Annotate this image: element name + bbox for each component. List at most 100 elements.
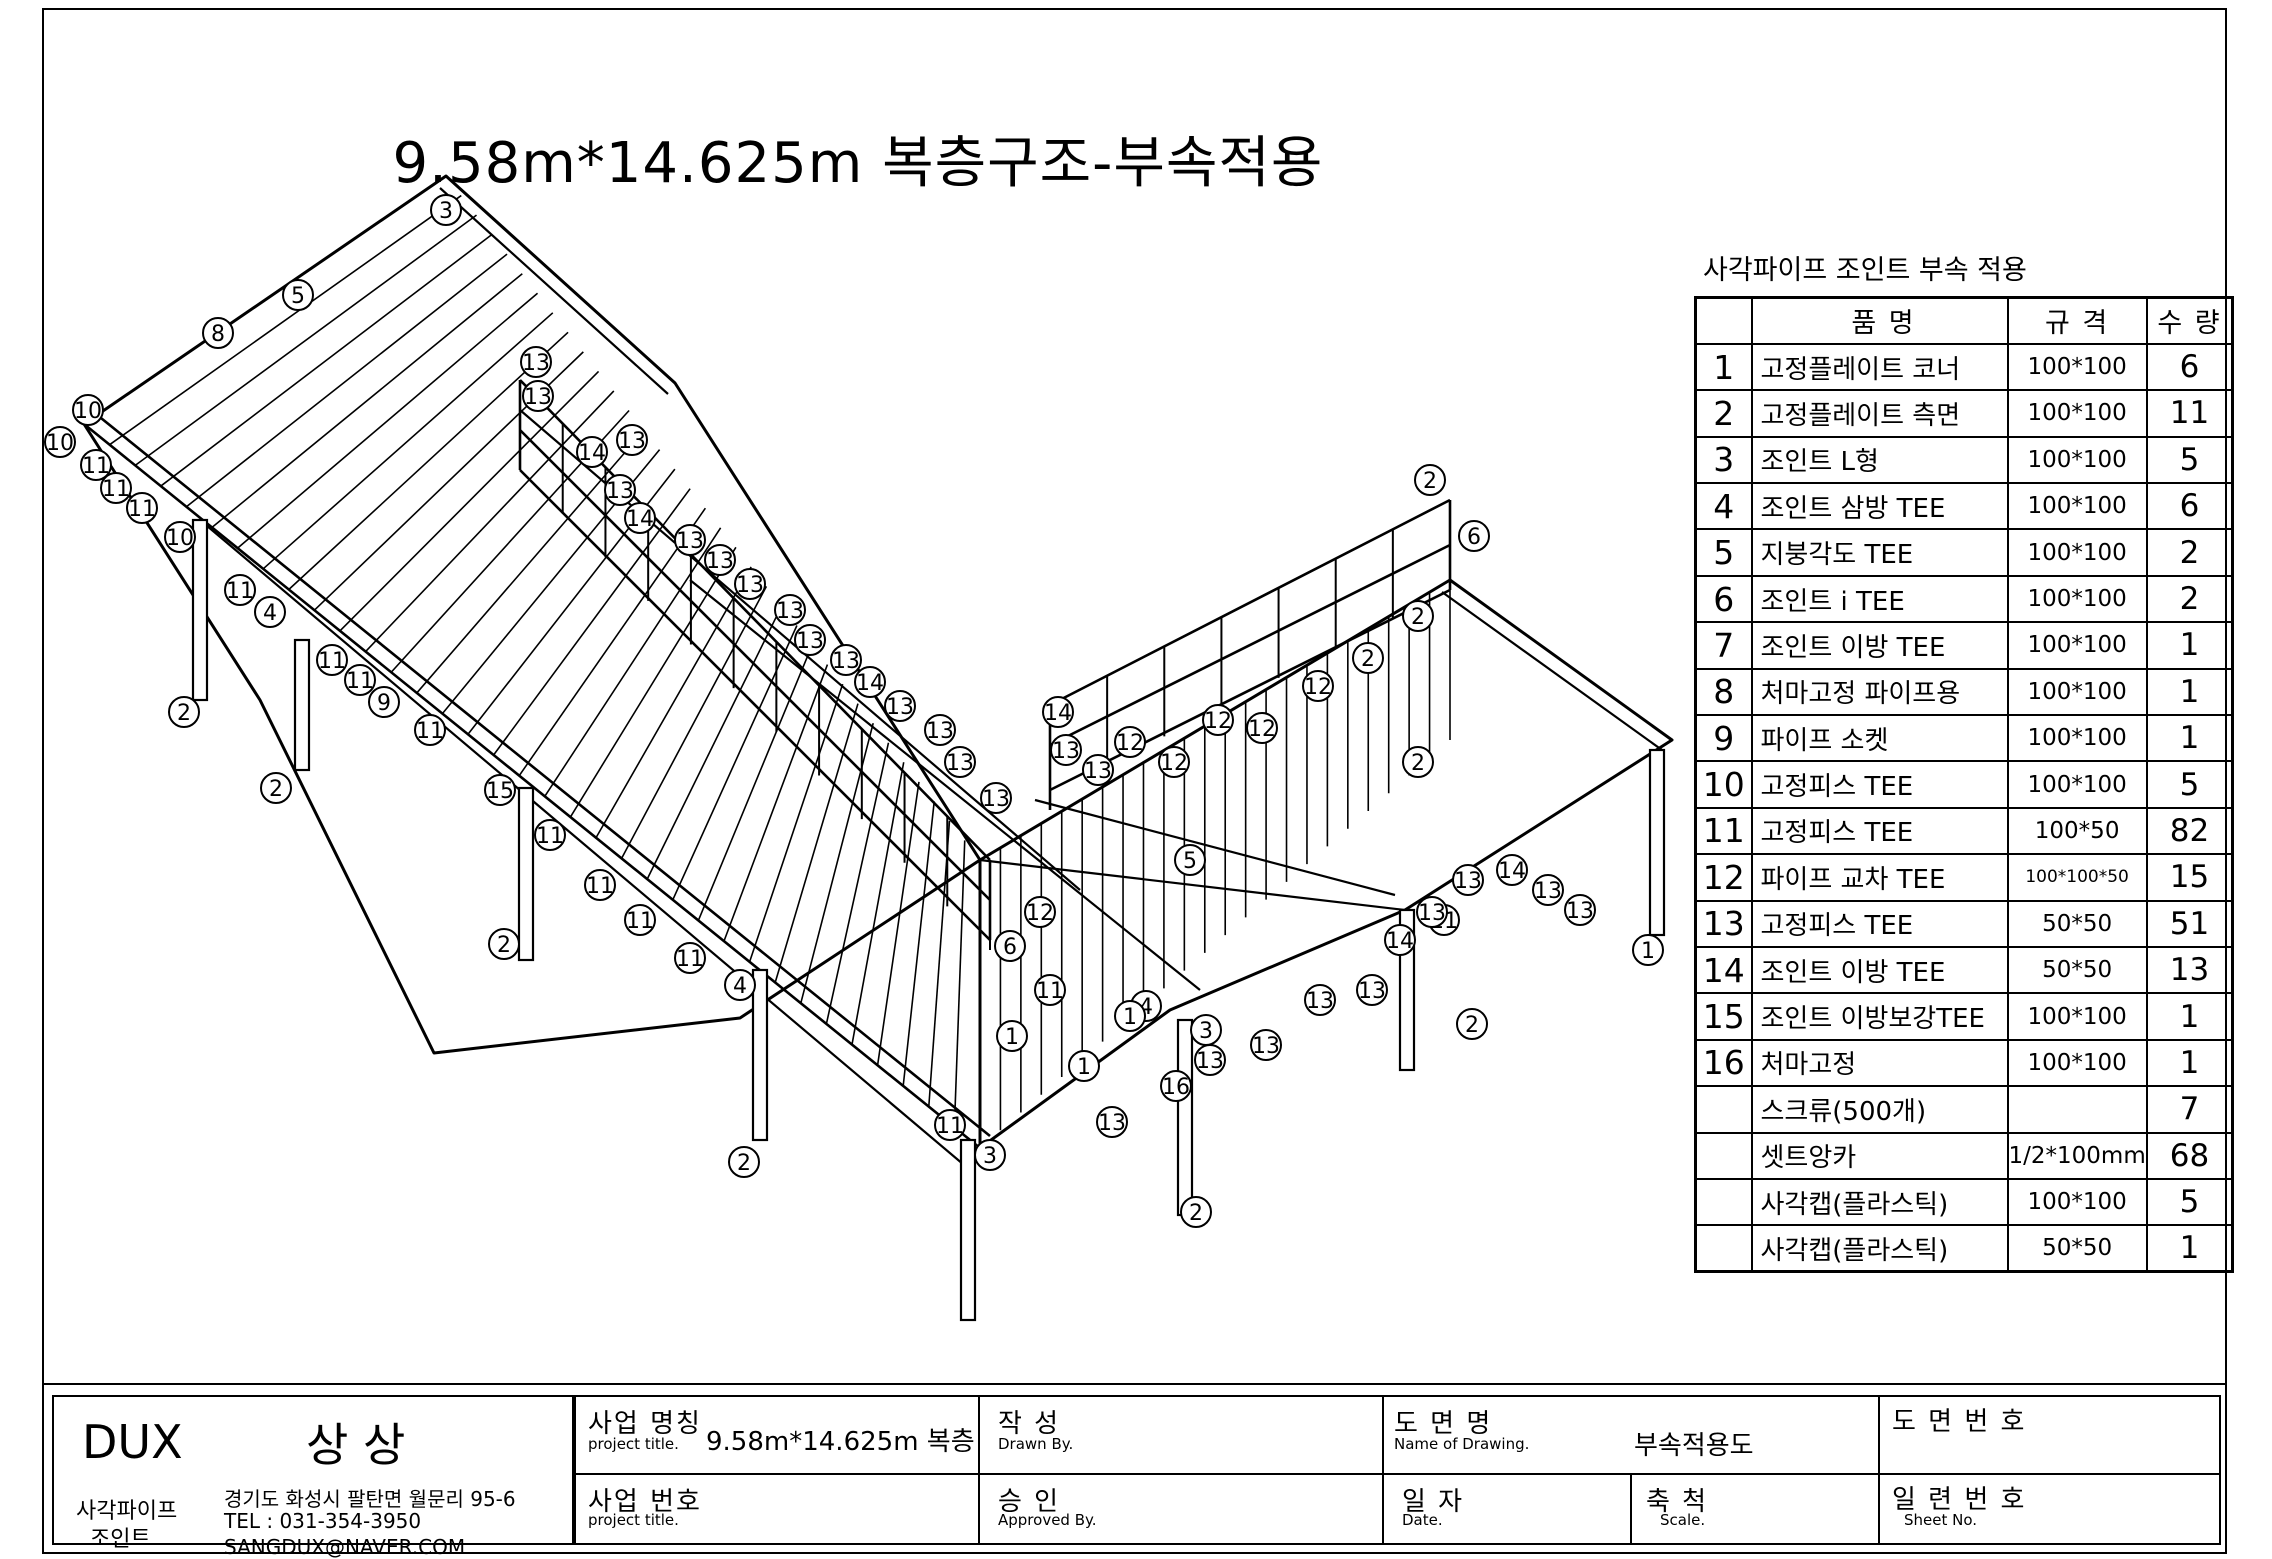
part-callout: 2 [1180,1196,1212,1228]
callout-circle [616,424,648,456]
part-name: 사각캡(플라스틱) [1750,1177,2009,1227]
part-callout: 13 [944,746,976,778]
callout-circle [1356,974,1388,1006]
part-number: 1 [1694,342,1753,392]
part-name: 고정피스 TEE [1750,806,2009,856]
callout-number: 12 [1160,751,1188,776]
part-callout: 11 [934,1109,966,1141]
part-spec: 100*100 [2006,760,2148,809]
project-name-label: 사업 명칭 [588,1409,702,1439]
part-callout: 13 [1416,896,1448,928]
part-qty: 1 [2145,1038,2234,1088]
part-qty: 2 [2145,574,2234,624]
callout-number: 13 [796,629,824,654]
callout-number: 12 [1304,675,1332,700]
callout-circle [1082,754,1114,786]
part-spec: 100*100 [2006,667,2148,717]
part-callout: 13 [520,346,552,378]
part-qty: 15 [2145,853,2234,902]
callout-number: 12 [1026,901,1054,926]
callout-number: 11 [346,669,374,694]
project-name-value: 9.58m*14.625m 복층 [706,1427,975,1457]
part-name: 파이프 소켓 [1750,714,2009,763]
callout-circle [520,346,552,378]
part-name: 처마고정 파이프용 [1750,667,2009,717]
part-spec: 100*100 [2006,389,2148,438]
floor-joist [185,253,508,508]
callout-number: 13 [618,429,646,454]
floor-joist [160,233,493,487]
part-name: 고정피스 TEE [1750,760,2009,809]
steel-column [293,638,311,772]
floor-joist [748,683,844,963]
callout-circle [100,472,132,504]
floor-joist [288,331,569,591]
part-callout: 13 [1356,974,1388,1006]
part-qty: 5 [2145,760,2234,809]
part-name: 스크류(500개) [1750,1085,2009,1134]
callout-circle [1302,670,1334,702]
part-name: 조인트 이방 TEE [1750,945,2009,995]
part-callout: 8 [202,317,234,349]
part-name: 처마고정 [1750,1038,2009,1088]
parts-table-row: 스크류(500개)7 [1694,1085,2234,1134]
callout-circle [414,714,446,746]
floor-joist [876,781,920,1066]
part-callout: 13 [830,644,862,676]
part-callout: 13 [1082,754,1114,786]
callout-number: 2 [1465,1013,1479,1038]
callout-number: 3 [983,1144,997,1169]
callout-number: 5 [1183,849,1197,874]
part-callout: 13 [794,624,826,656]
drawing-name-cell: 도 면 명 Name of Drawing. 부속적용도 [1382,1395,1880,1475]
part-callout: 11 [624,904,656,936]
callout-number: 11 [1036,979,1064,1004]
part-name: 조인트 i TEE [1750,574,2009,624]
part-callout: 11 [534,819,566,851]
callout-circle [974,1139,1006,1171]
project-no-sub: project title. [588,1511,679,1529]
callout-number: 1 [1005,1025,1019,1050]
part-callout: 11 [584,869,616,901]
callout-number: 2 [269,777,283,802]
part-callout: 13 [704,544,736,576]
part-callout: 4 [254,596,286,628]
callout-circle [1250,1029,1282,1061]
drawn-by-cell: 작 성 Drawn By. [978,1395,1384,1475]
callout-number: 14 [1044,701,1072,726]
drawing-number-cell: 도 면 번 호 [1878,1395,2221,1475]
callout-number: 11 [128,497,156,522]
part-callout: 13 [734,568,766,600]
callout-circle [1456,1008,1488,1040]
callout-circle [1632,934,1664,966]
part-callout: 3 [1190,1014,1222,1046]
part-callout: 11 [674,942,706,974]
callout-number: 12 [1116,731,1144,756]
callout-circle [260,772,292,804]
product-line-2: 조인트 [90,1527,151,1552]
part-callout: 2 [1414,464,1446,496]
callout-circle [1068,1050,1100,1082]
callout-circle [1532,874,1564,906]
callout-circle [584,869,616,901]
callout-circle [344,664,376,696]
part-name: 고정플레이트 코너 [1750,342,2009,392]
part-number: 6 [1694,574,1753,624]
callout-circle [724,969,756,1001]
part-callout: 1 [996,1020,1028,1052]
callout-circle [80,449,112,481]
drawing-name-sub: Name of Drawing. [1394,1435,1530,1453]
part-callout: 12 [1202,704,1234,736]
part-callout: 13 [616,424,648,456]
callout-circle [934,1109,966,1141]
floor-joist [544,527,722,797]
callout-circle [980,782,1012,814]
steel-column [1176,1018,1194,1217]
callout-circle [944,746,976,778]
header-spec: 규 격 [2006,296,2148,345]
